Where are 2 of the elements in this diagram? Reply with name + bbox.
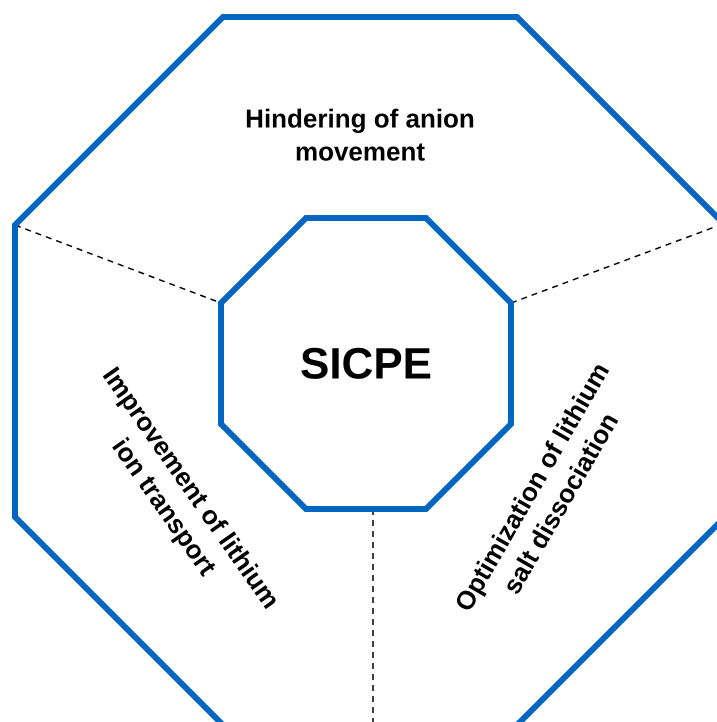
center-label: SICPE	[298, 338, 434, 390]
segment-label: Hindering of anion movement	[244, 102, 476, 168]
